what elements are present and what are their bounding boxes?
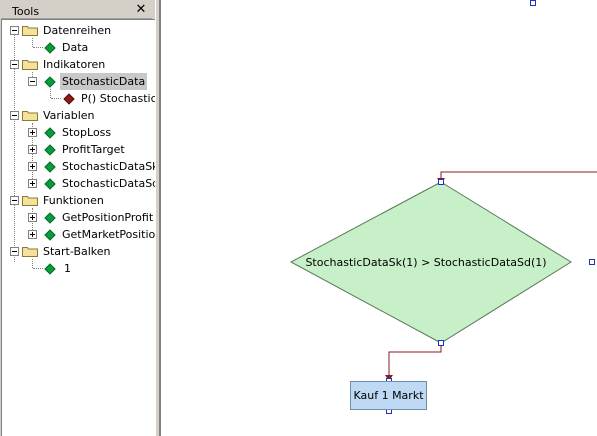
variable-icon <box>44 127 56 139</box>
tree-item-stochasticdatask[interactable]: StochasticDataSk <box>2 158 155 175</box>
expand-icon[interactable] <box>28 128 37 137</box>
close-icon[interactable]: ✕ <box>135 2 147 17</box>
folder-icon <box>22 111 38 121</box>
tree-item-getpositionprofit[interactable]: GetPositionProfit <box>2 209 155 226</box>
function-icon <box>44 212 56 224</box>
tree-guide-line <box>50 89 51 98</box>
connection-handle[interactable] <box>438 179 444 185</box>
action-block[interactable]: Kauf 1 Markt <box>350 381 427 410</box>
tree-guide-line <box>51 98 61 99</box>
tree-item-label: StopLoss <box>62 126 112 139</box>
variable-icon <box>44 144 56 156</box>
indicator-icon <box>44 76 56 88</box>
tree-item-label: Variablen <box>43 109 95 122</box>
connector-line <box>440 171 597 180</box>
tree-guide-line <box>33 268 43 269</box>
tree-item-variablen[interactable]: Variablen <box>2 107 155 124</box>
variable-icon <box>44 161 56 173</box>
flowchart: StochasticDataSk(1) > StochasticDataSd(1… <box>289 171 597 381</box>
tree-item-stochasticdatasd[interactable]: StochasticDataSd <box>2 175 155 192</box>
tree-item-stochasticdata[interactable]: StochasticData <box>2 73 155 90</box>
tree-item-indikatoren[interactable]: Indikatoren <box>2 56 155 73</box>
panel-splitter[interactable] <box>155 0 160 436</box>
tree-guide-line <box>14 29 15 262</box>
tree-guide-line <box>33 47 43 48</box>
collapse-icon[interactable] <box>10 247 19 256</box>
tree-item-datenreihen[interactable]: Datenreihen <box>2 22 155 39</box>
tree-item-label: 1 <box>64 262 71 275</box>
tree-item-profittarget[interactable]: ProfitTarget <box>2 141 155 158</box>
expand-icon[interactable] <box>28 179 37 188</box>
collapse-icon[interactable] <box>10 60 19 69</box>
expand-icon[interactable] <box>28 145 37 154</box>
folder-icon <box>22 60 38 70</box>
connection-handle[interactable] <box>530 0 536 6</box>
tree-item-label: Indikatoren <box>43 58 106 71</box>
tools-panel-title: Tools <box>12 5 40 18</box>
tree-item-start-balken-1[interactable]: 1 <box>2 260 155 277</box>
tree-item-label: Datenreihen <box>43 24 112 37</box>
tree-guide-line <box>32 38 33 47</box>
collapse-icon[interactable] <box>28 77 37 86</box>
value-icon <box>44 263 56 275</box>
tree-item-label: StochasticData <box>60 73 148 90</box>
tree-item-label: StochasticDataSd <box>62 177 155 190</box>
tree-item-start-balken[interactable]: Start-Balken <box>2 243 155 260</box>
function-icon <box>44 229 56 241</box>
tree-item-label: P() Stochastic,[ <box>81 92 155 105</box>
series-icon <box>44 42 56 54</box>
tree-item-label: Data <box>62 41 89 54</box>
collapse-icon[interactable] <box>10 26 19 35</box>
tree-item-label: Funktionen <box>43 194 104 207</box>
tree-item-funktionen[interactable]: Funktionen <box>2 192 155 209</box>
tools-panel-header: Tools ✕ <box>1 2 152 19</box>
tools-tree: Datenreihen Data Indikatoren StochasticD… <box>1 19 155 436</box>
expand-icon[interactable] <box>28 162 37 171</box>
tree-item-label: Start-Balken <box>43 245 111 258</box>
flowchart-canvas[interactable]: StochasticDataSk(1) > StochasticDataSd(1… <box>160 0 597 436</box>
tree-item-label: ProfitTarget <box>62 143 125 156</box>
tree-guide-line <box>32 259 33 268</box>
tree-item-getmarketposition[interactable]: GetMarketPosition <box>2 226 155 243</box>
tree-item-stochastic-function[interactable]: P() Stochastic,[ <box>2 90 155 107</box>
condition-text: StochasticDataSk(1) > StochasticDataSd(1… <box>305 256 546 269</box>
connection-handle[interactable] <box>438 340 444 346</box>
tree-item-label: GetPositionProfit <box>62 211 154 224</box>
collapse-icon[interactable] <box>10 196 19 205</box>
folder-icon <box>22 196 38 206</box>
collapse-icon[interactable] <box>10 111 19 120</box>
expand-icon[interactable] <box>28 213 37 222</box>
variable-icon <box>44 178 56 190</box>
connection-handle[interactable] <box>589 259 595 265</box>
tools-panel: Tools ✕ Datenreihen Data Indikatoren <box>0 0 155 436</box>
folder-icon <box>22 247 38 257</box>
tree-guide-line <box>32 72 33 81</box>
folder-icon <box>22 26 38 36</box>
function-icon <box>63 93 75 105</box>
tree-item-data[interactable]: Data <box>2 39 155 56</box>
tree-item-stoploss[interactable]: StopLoss <box>2 124 155 141</box>
connector-line <box>388 343 442 376</box>
expand-icon[interactable] <box>28 230 37 239</box>
tree-item-label: StochasticDataSk <box>62 160 155 173</box>
tree-item-label: GetMarketPosition <box>62 228 155 241</box>
